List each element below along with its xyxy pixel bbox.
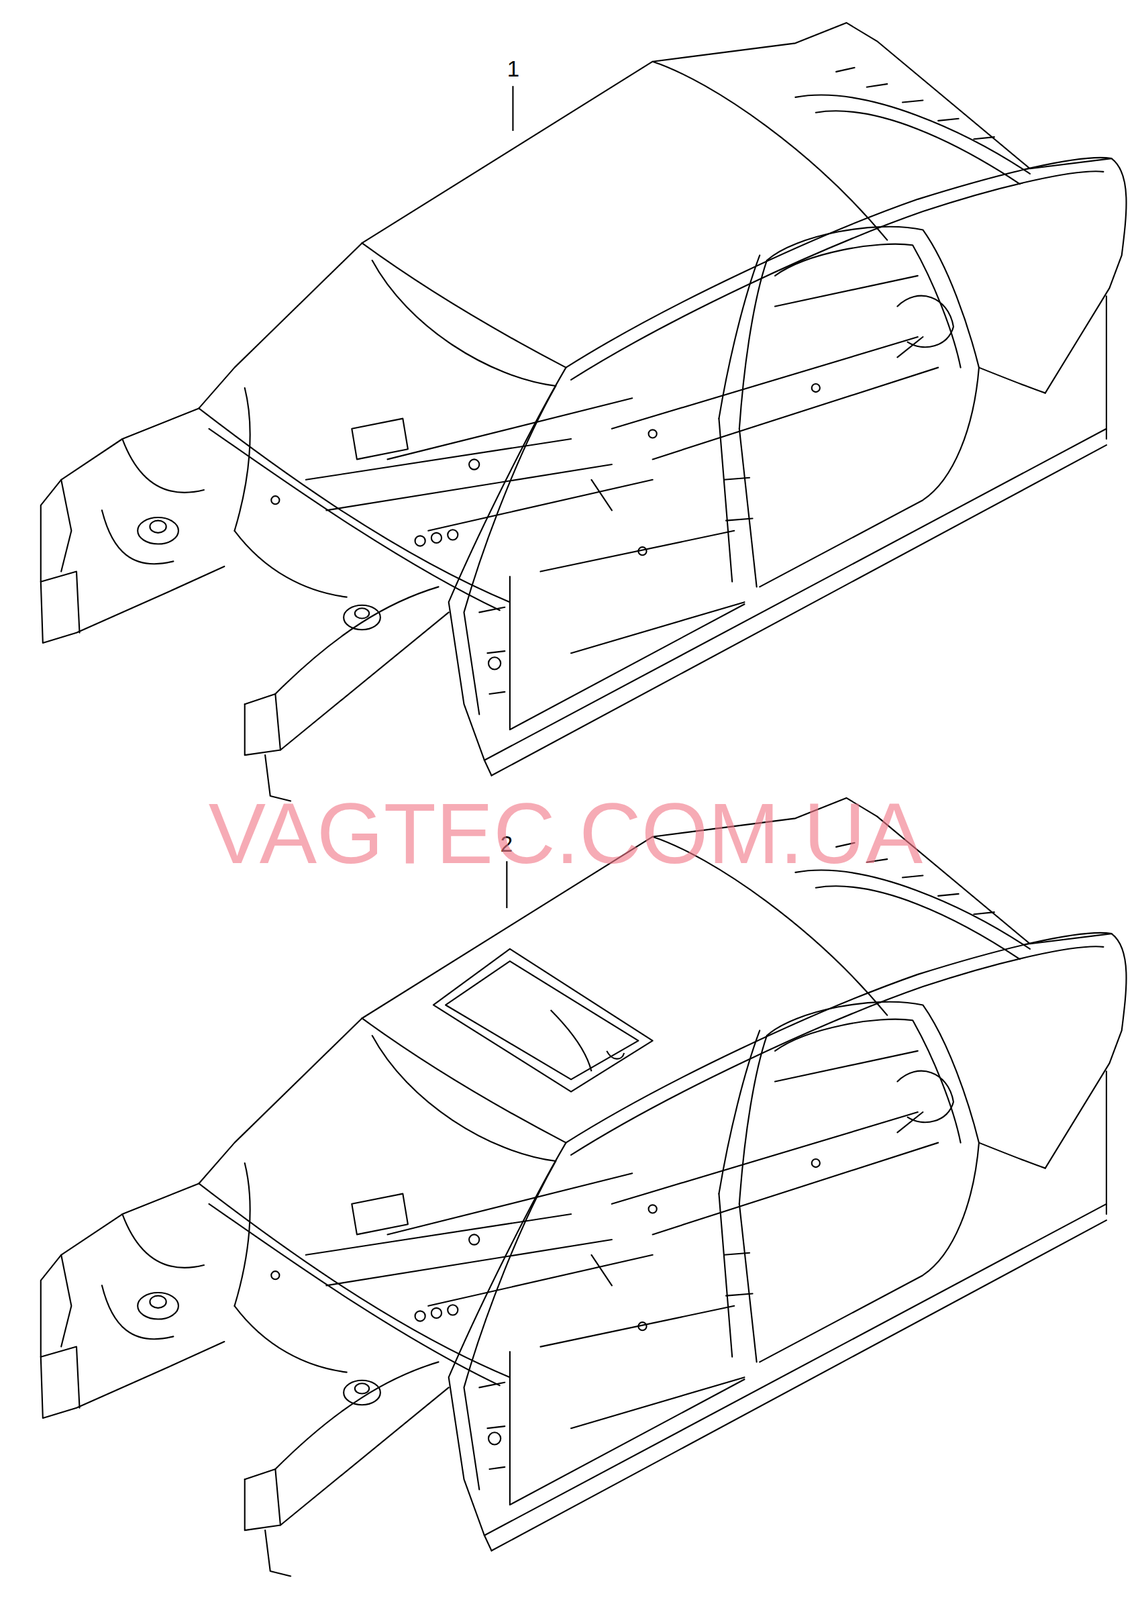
sunroof-opening <box>433 948 653 1092</box>
body-shell-1 <box>40 22 1127 802</box>
callout-number: 1 <box>507 57 520 80</box>
body-shell-2 <box>40 797 1127 1577</box>
watermark: VAGTEC.COM.UA <box>208 790 923 877</box>
leader-line <box>511 85 514 131</box>
